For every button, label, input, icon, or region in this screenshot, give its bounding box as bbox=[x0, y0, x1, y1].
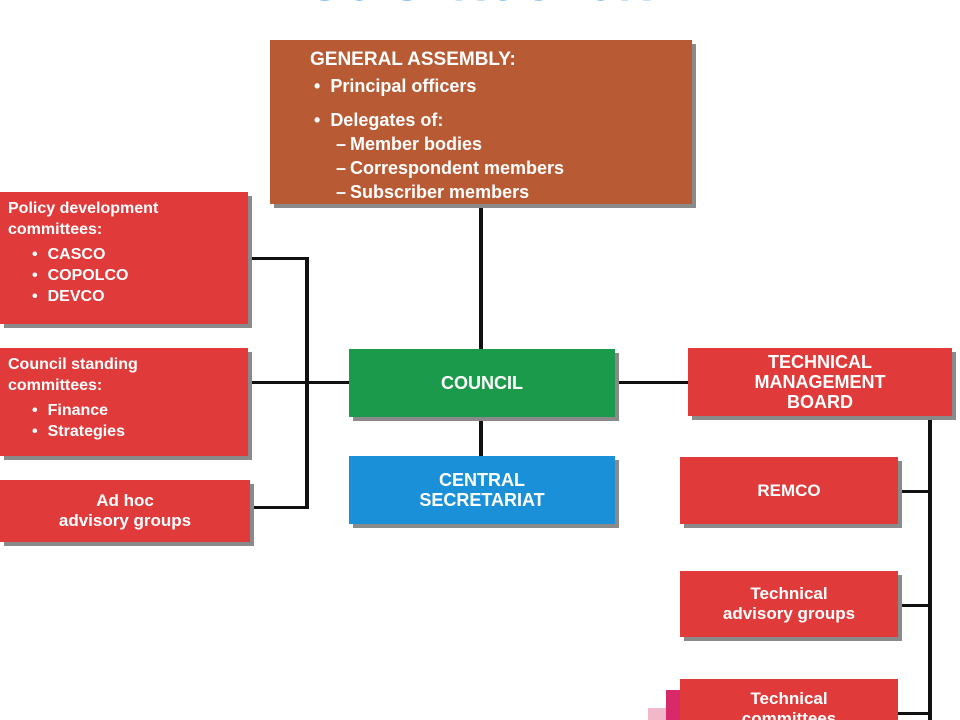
policy-heading-line1: Policy development bbox=[8, 200, 159, 217]
connector-adhoc bbox=[250, 506, 308, 509]
standing-item-strategies: Strategies bbox=[8, 421, 240, 442]
general-assembly-box: GENERAL ASSEMBLY: Principal officers Del… bbox=[270, 40, 692, 204]
connector-ga-council bbox=[479, 205, 483, 350]
connector-council-tmb bbox=[614, 381, 688, 384]
ga-sub-correspondent-members: Correspondent members bbox=[310, 156, 678, 180]
policy-item-casco: CASCO bbox=[8, 244, 240, 265]
remco-box: REMCO bbox=[680, 457, 898, 524]
tmb-line2: MANAGEMENT bbox=[754, 372, 886, 392]
policy-item-copolco: COPOLCO bbox=[8, 265, 240, 286]
adhoc-line1: Ad hoc bbox=[96, 491, 154, 510]
council-standing-box: Council standing committees: Finance Str… bbox=[0, 348, 248, 456]
council-box: COUNCIL bbox=[349, 349, 615, 417]
technical-committees-box: Technical committees bbox=[680, 679, 898, 720]
ga-bullet-delegates: Delegates of: bbox=[310, 108, 678, 132]
tmb-line1: TECHNICAL bbox=[768, 352, 872, 372]
connector-left-to-council bbox=[305, 381, 350, 384]
connector-remco bbox=[898, 490, 930, 493]
ga-sub-subscriber-members: Subscriber members bbox=[310, 180, 678, 204]
tc-line1: Technical bbox=[750, 689, 828, 708]
policy-development-box: Policy development committees: CASCO COP… bbox=[0, 192, 248, 324]
adhoc-advisory-box: Ad hoc advisory groups bbox=[0, 480, 250, 542]
tmb-line3: BOARD bbox=[787, 392, 853, 412]
tc-line2: committees bbox=[741, 709, 837, 720]
remco-label: REMCO bbox=[757, 480, 821, 500]
secretariat-line1: CENTRAL bbox=[439, 470, 525, 490]
technical-management-board-box: TECHNICAL MANAGEMENT BOARD bbox=[688, 348, 952, 416]
connector-tc bbox=[898, 712, 930, 715]
connector-right-vertical bbox=[928, 416, 932, 720]
tag-line2: advisory groups bbox=[722, 604, 856, 623]
general-assembly-heading: GENERAL ASSEMBLY: bbox=[310, 49, 516, 70]
connector-tag bbox=[898, 604, 930, 607]
central-secretariat-box: CENTRAL SECRETARIAT bbox=[349, 456, 615, 524]
standing-item-finance: Finance bbox=[8, 400, 240, 421]
standing-heading-line2: committees: bbox=[8, 377, 103, 394]
adhoc-line2: advisory groups bbox=[58, 511, 192, 530]
ga-sub-member-bodies: Member bodies bbox=[310, 132, 678, 156]
standing-heading-line1: Council standing bbox=[8, 356, 138, 373]
policy-item-devco: DEVCO bbox=[8, 286, 240, 307]
policy-heading-line2: committees: bbox=[8, 221, 103, 238]
diagram-title: ISO STRUCTURE bbox=[270, 0, 710, 8]
technical-advisory-groups-box: Technical advisory groups bbox=[680, 571, 898, 637]
connector-policy bbox=[248, 257, 308, 260]
connector-standing bbox=[248, 381, 308, 384]
secretariat-line2: SECRETARIAT bbox=[419, 490, 545, 510]
ga-bullet-principal-officers: Principal officers bbox=[310, 74, 678, 98]
connector-council-secretariat bbox=[479, 418, 483, 456]
decorative-magenta-block bbox=[666, 690, 680, 720]
tag-line1: Technical bbox=[750, 584, 828, 603]
council-label: COUNCIL bbox=[441, 373, 523, 393]
